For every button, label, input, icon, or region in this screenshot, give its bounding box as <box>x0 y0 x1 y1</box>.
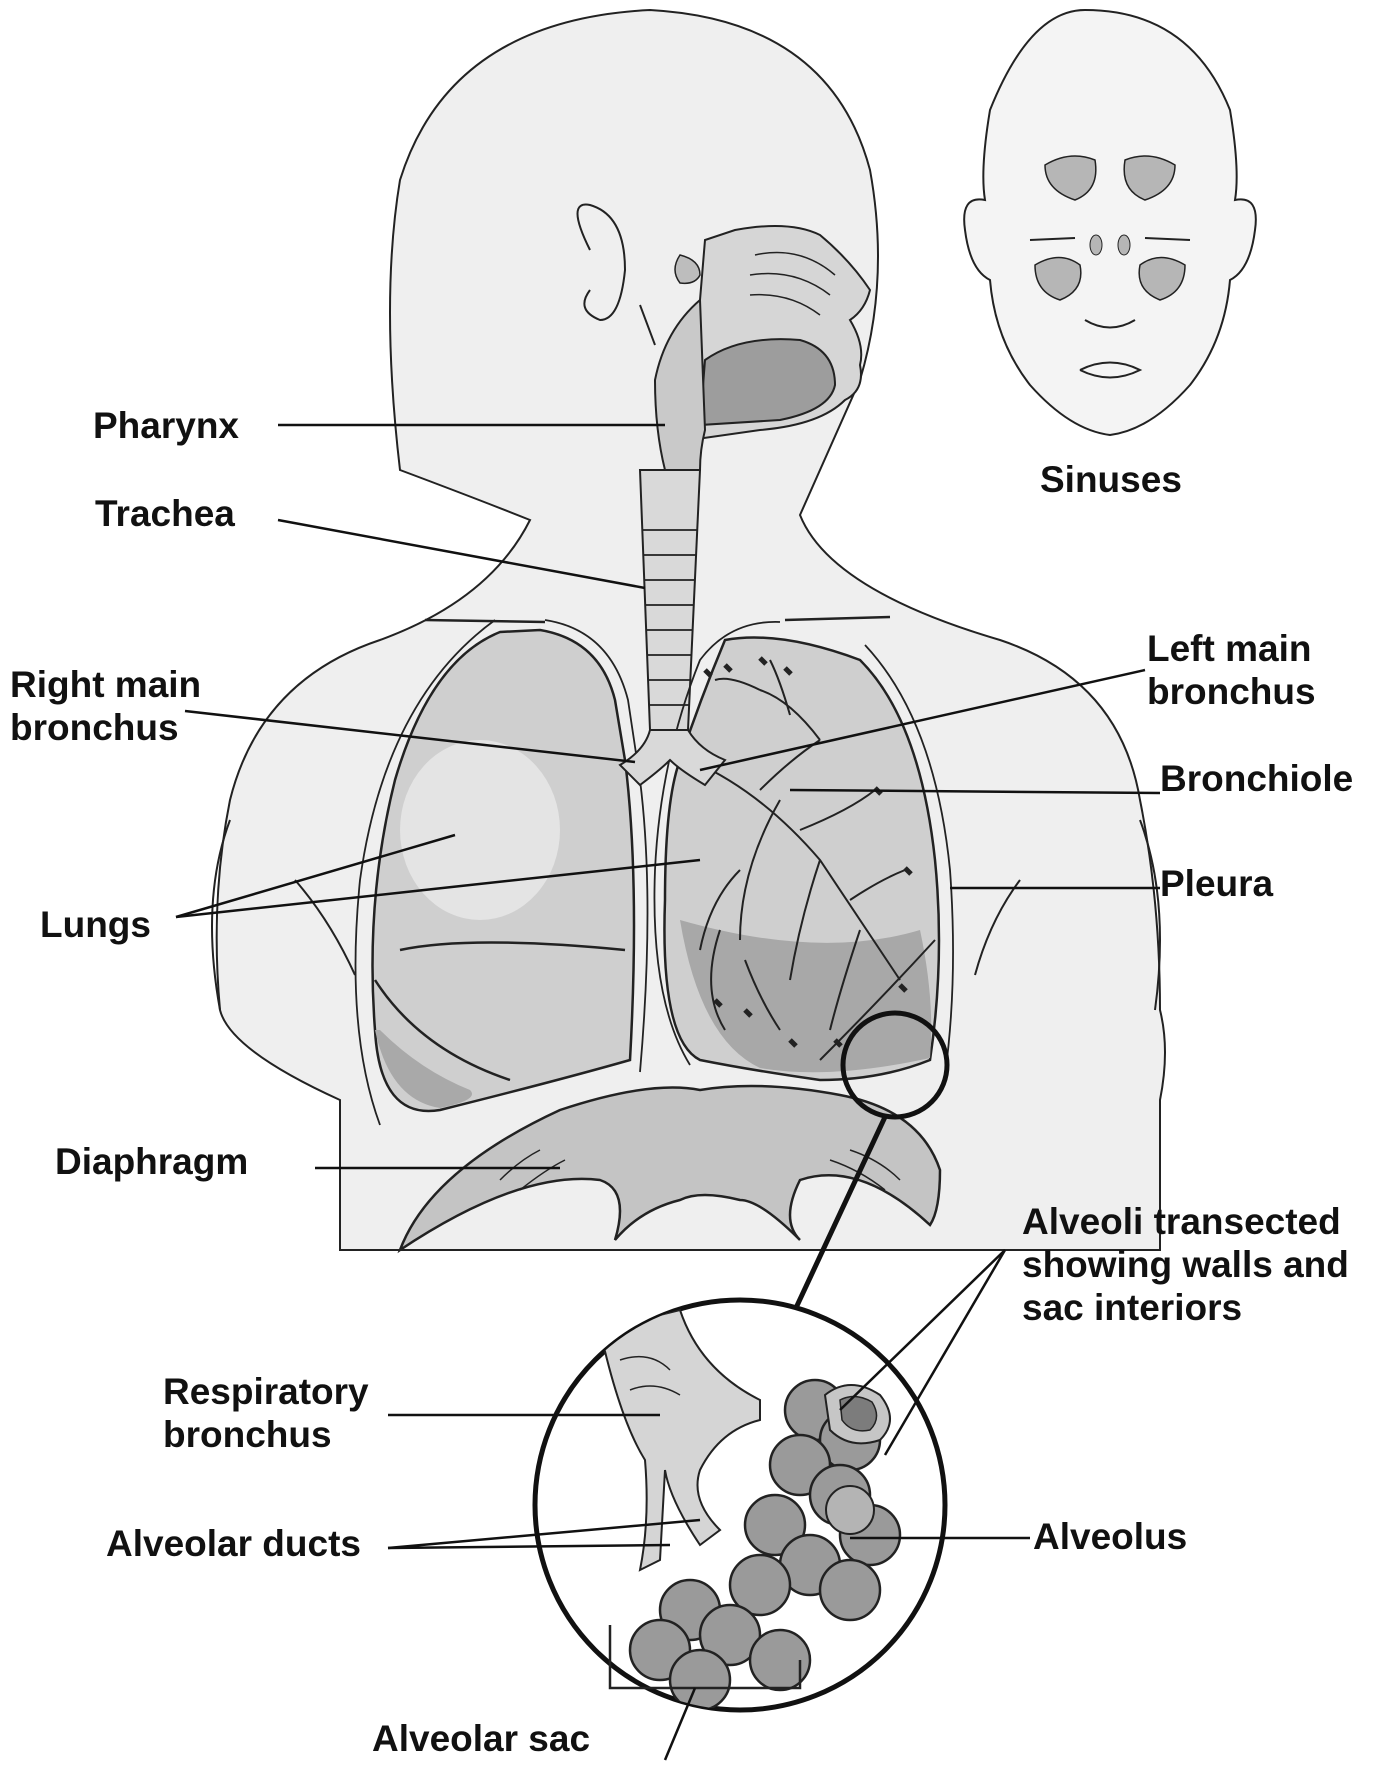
label-pleura: Pleura <box>1160 862 1273 905</box>
label-pharynx: Pharynx <box>93 404 239 447</box>
label-bronchiole: Bronchiole <box>1160 757 1353 800</box>
label-sinuses: Sinuses <box>1040 458 1182 501</box>
sinuses-face <box>964 10 1256 435</box>
label-diaphragm: Diaphragm <box>55 1140 248 1183</box>
label-alveoli-transected: Alveoli transected showing walls and sac… <box>1022 1200 1349 1329</box>
label-left-main-bronchus: Left main bronchus <box>1147 627 1316 713</box>
label-alveolus: Alveolus <box>1033 1515 1187 1558</box>
label-alveolar-ducts: Alveolar ducts <box>106 1522 361 1565</box>
label-right-main-bronchus: Right main bronchus <box>10 663 201 749</box>
label-trachea: Trachea <box>95 492 235 535</box>
label-lungs: Lungs <box>40 903 151 946</box>
label-alveolar-sac: Alveolar sac <box>372 1717 590 1760</box>
label-respiratory-bronchus: Respiratory bronchus <box>163 1370 369 1456</box>
alveoli-magnified-view <box>535 1300 945 1710</box>
